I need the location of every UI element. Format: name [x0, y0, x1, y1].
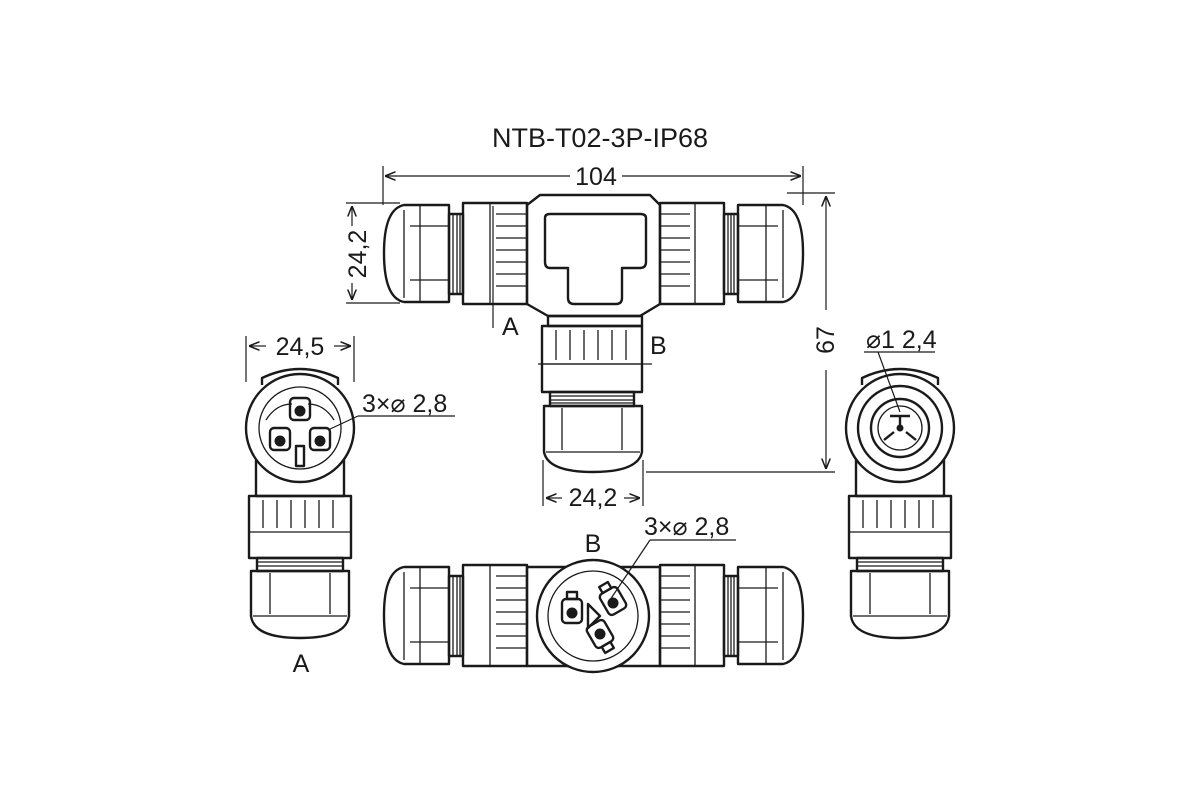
dimension-branch-width — [542, 460, 644, 506]
label-port-a-top: A — [502, 313, 519, 341]
label-port-a-side: A — [293, 650, 310, 678]
dimension-overall-length: 104 — [575, 163, 617, 191]
side-view-socket — [844, 367, 956, 640]
label-port-b-bottom: B — [585, 530, 602, 558]
dimension-body-height-label: 24,2 — [344, 230, 372, 279]
top-view-connector — [382, 193, 805, 474]
socket-diameter-label: ⌀1 2,4 — [866, 326, 937, 354]
label-port-b-top: B — [650, 332, 667, 360]
dimension-104 — [382, 166, 804, 205]
leader-pin-spec-side — [327, 415, 359, 431]
dimension-side-width — [245, 336, 355, 382]
dimension-branch-width-label: 24,2 — [569, 484, 618, 512]
pin-spec-bottom-label: 3×⌀ 2,8 — [644, 513, 729, 541]
dimension-body-height — [346, 202, 400, 304]
pin-spec-side-label: 3×⌀ 2,8 — [362, 390, 447, 418]
side-view-port-a — [244, 367, 356, 640]
product-title: NTB-T02-3P-IP68 — [492, 123, 708, 153]
dimension-67 — [646, 192, 835, 473]
leader-pin-spec-bottom — [609, 539, 651, 601]
bottom-view-connector — [382, 558, 805, 674]
dimension-side-width-label: 24,5 — [276, 333, 325, 361]
dimension-total-height-label: 67 — [812, 326, 840, 354]
